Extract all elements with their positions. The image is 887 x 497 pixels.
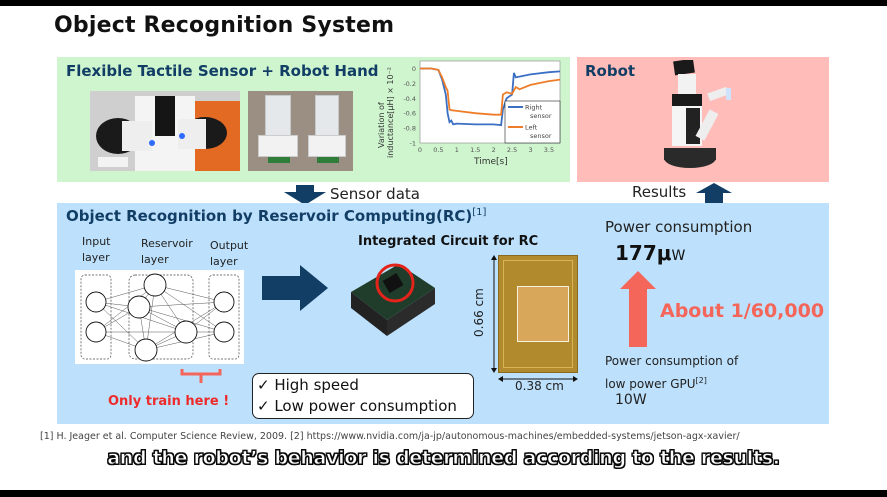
x-axis-label: Time[s]	[473, 157, 508, 167]
robot-photo	[664, 60, 731, 168]
input-layer-label-line1: Input	[82, 235, 111, 248]
robot-heading: Robot	[585, 62, 636, 80]
sensor-board-right	[308, 135, 346, 157]
x-tick-label: 1.5	[470, 146, 480, 154]
y-tick-label: -0.8	[403, 125, 416, 133]
input-node	[85, 321, 107, 343]
input-node	[85, 291, 107, 313]
x-tick-label: 0.5	[433, 146, 443, 154]
x-tick-label: 2.5	[507, 146, 517, 154]
input-layer-label: Input layer	[82, 234, 110, 266]
features-box: ✓ High speed ✓ Low power consumption	[252, 373, 474, 419]
gpu-power-label-line1: Power consumption of	[605, 354, 739, 368]
process-arrow-icon	[262, 265, 328, 311]
video-subtitle: and the robot’s behavior is determined a…	[107, 447, 781, 470]
chip-width-dimension-icon	[498, 376, 578, 382]
chip-die-photo	[498, 255, 578, 373]
output-node	[213, 321, 235, 343]
robot-hand-illustration	[90, 91, 240, 171]
sensor-strip-right	[315, 95, 339, 137]
reservoir-layer-label-line1: Reservoir	[141, 237, 193, 250]
gpu-power-label: Power consumption of low power GPU[2]	[605, 352, 738, 394]
sensor-data-label: Sensor data	[330, 185, 420, 203]
flexible-sensor-photo	[248, 91, 353, 171]
reservoir-node	[143, 273, 167, 297]
y-tick-label: -0.4	[403, 95, 416, 103]
sensor-data-arrow-icon	[284, 185, 326, 205]
power-value-unit: W	[671, 248, 686, 264]
ic-title: Integrated Circuit for RC	[358, 234, 539, 249]
x-tick-label: 3.5	[544, 146, 554, 154]
gpu-power-label-line2: low power GPU[2]	[605, 371, 738, 394]
feature-low-power: ✓ Low power consumption	[257, 397, 457, 415]
train-bracket-icon	[180, 369, 222, 383]
chip-core	[517, 286, 569, 342]
reservoir-network-diagram	[75, 270, 244, 364]
legend-label: Right	[525, 104, 543, 112]
sensor-board-left	[258, 135, 298, 157]
improvement-arrow-icon	[620, 271, 656, 347]
x-tick-label: 3	[528, 146, 532, 154]
y-tick-label: 0	[412, 65, 416, 73]
chip-width-label: 0.38 cm	[515, 379, 564, 393]
y-axis-label-line2: inductance[μH] × 10⁻²	[386, 67, 395, 158]
chip-highlight-circle	[375, 263, 415, 303]
robot-hand-photo	[90, 91, 240, 171]
chip-height-label: 0.66 cm	[472, 288, 486, 337]
y-tick-label: -0.2	[403, 80, 416, 88]
reservoir-node	[127, 295, 151, 319]
chip-height-dimension-icon	[491, 255, 497, 373]
x-tick-label: 0	[418, 146, 422, 154]
top-letterbox	[0, 0, 887, 6]
bottom-letterbox	[0, 490, 887, 497]
sensor-pcb-right	[317, 157, 339, 163]
tactile-sensor-heading: Flexible Tactile Sensor + Robot Hand	[66, 62, 379, 80]
gpu-power-value: 10W	[615, 392, 647, 408]
power-value-number: 177μ	[615, 241, 672, 265]
legend-label: sensor	[530, 132, 552, 140]
reservoir-layer-label-line2: layer	[141, 253, 169, 266]
y-tick-label: -1	[410, 140, 416, 148]
footnotes: [1] H. Jeager et al. Computer Science Re…	[40, 431, 740, 442]
feature-high-speed: ✓ High speed	[257, 376, 359, 394]
reservoir-node	[174, 320, 198, 344]
legend-label: Left	[525, 124, 538, 132]
rc-heading: Object Recognition by Reservoir Computin…	[66, 207, 486, 225]
output-layer-label-line1: Output	[210, 239, 249, 252]
sensor-pcb-left	[268, 157, 290, 163]
x-tick-label: 1	[455, 146, 459, 154]
results-arrow-icon	[696, 183, 732, 203]
sensor-strip-left	[265, 95, 291, 137]
rc-heading-text: Object Recognition by Reservoir Computin…	[66, 207, 473, 225]
input-layer-label-line2: layer	[82, 251, 110, 264]
output-node	[213, 291, 235, 313]
power-ratio: About 1/60,000	[660, 300, 825, 322]
circuit-board-photo	[351, 263, 435, 336]
output-layer-label: Output layer	[210, 238, 248, 270]
series-line-right-sensor	[420, 67, 561, 127]
input-layer-box	[80, 274, 112, 360]
output-layer-label-line2: layer	[210, 255, 238, 268]
inductance-chart: 0 -0.2 -0.4 -0.6 -0.8 -1 0 0.5 1 1.5 2 2.5 3 3.5 Rig…	[377, 60, 561, 167]
rc-heading-ref: [1]	[472, 207, 487, 218]
y-tick-label: -0.6	[403, 110, 416, 118]
reservoir-node	[134, 338, 158, 362]
chip-pad-ring	[503, 260, 573, 368]
power-consumption-label: Power consumption	[605, 218, 753, 236]
reservoir-layer-box	[128, 274, 194, 360]
legend-label: sensor	[530, 112, 552, 120]
gpu-ref: [2]	[695, 376, 707, 385]
results-label: Results	[632, 183, 687, 201]
power-consumption-value: 177μW	[615, 241, 685, 265]
series-line-left-sensor	[420, 67, 561, 116]
only-train-note: Only train here !	[108, 394, 230, 409]
output-layer-box	[208, 274, 240, 360]
gpu-label-text: low power GPU	[605, 377, 696, 391]
reservoir-layer-label: Reservoir layer	[141, 236, 193, 268]
slide-title: Object Recognition System	[54, 13, 395, 38]
x-tick-label: 2	[492, 146, 496, 154]
y-axis-label-line1: Variation of	[377, 102, 386, 148]
